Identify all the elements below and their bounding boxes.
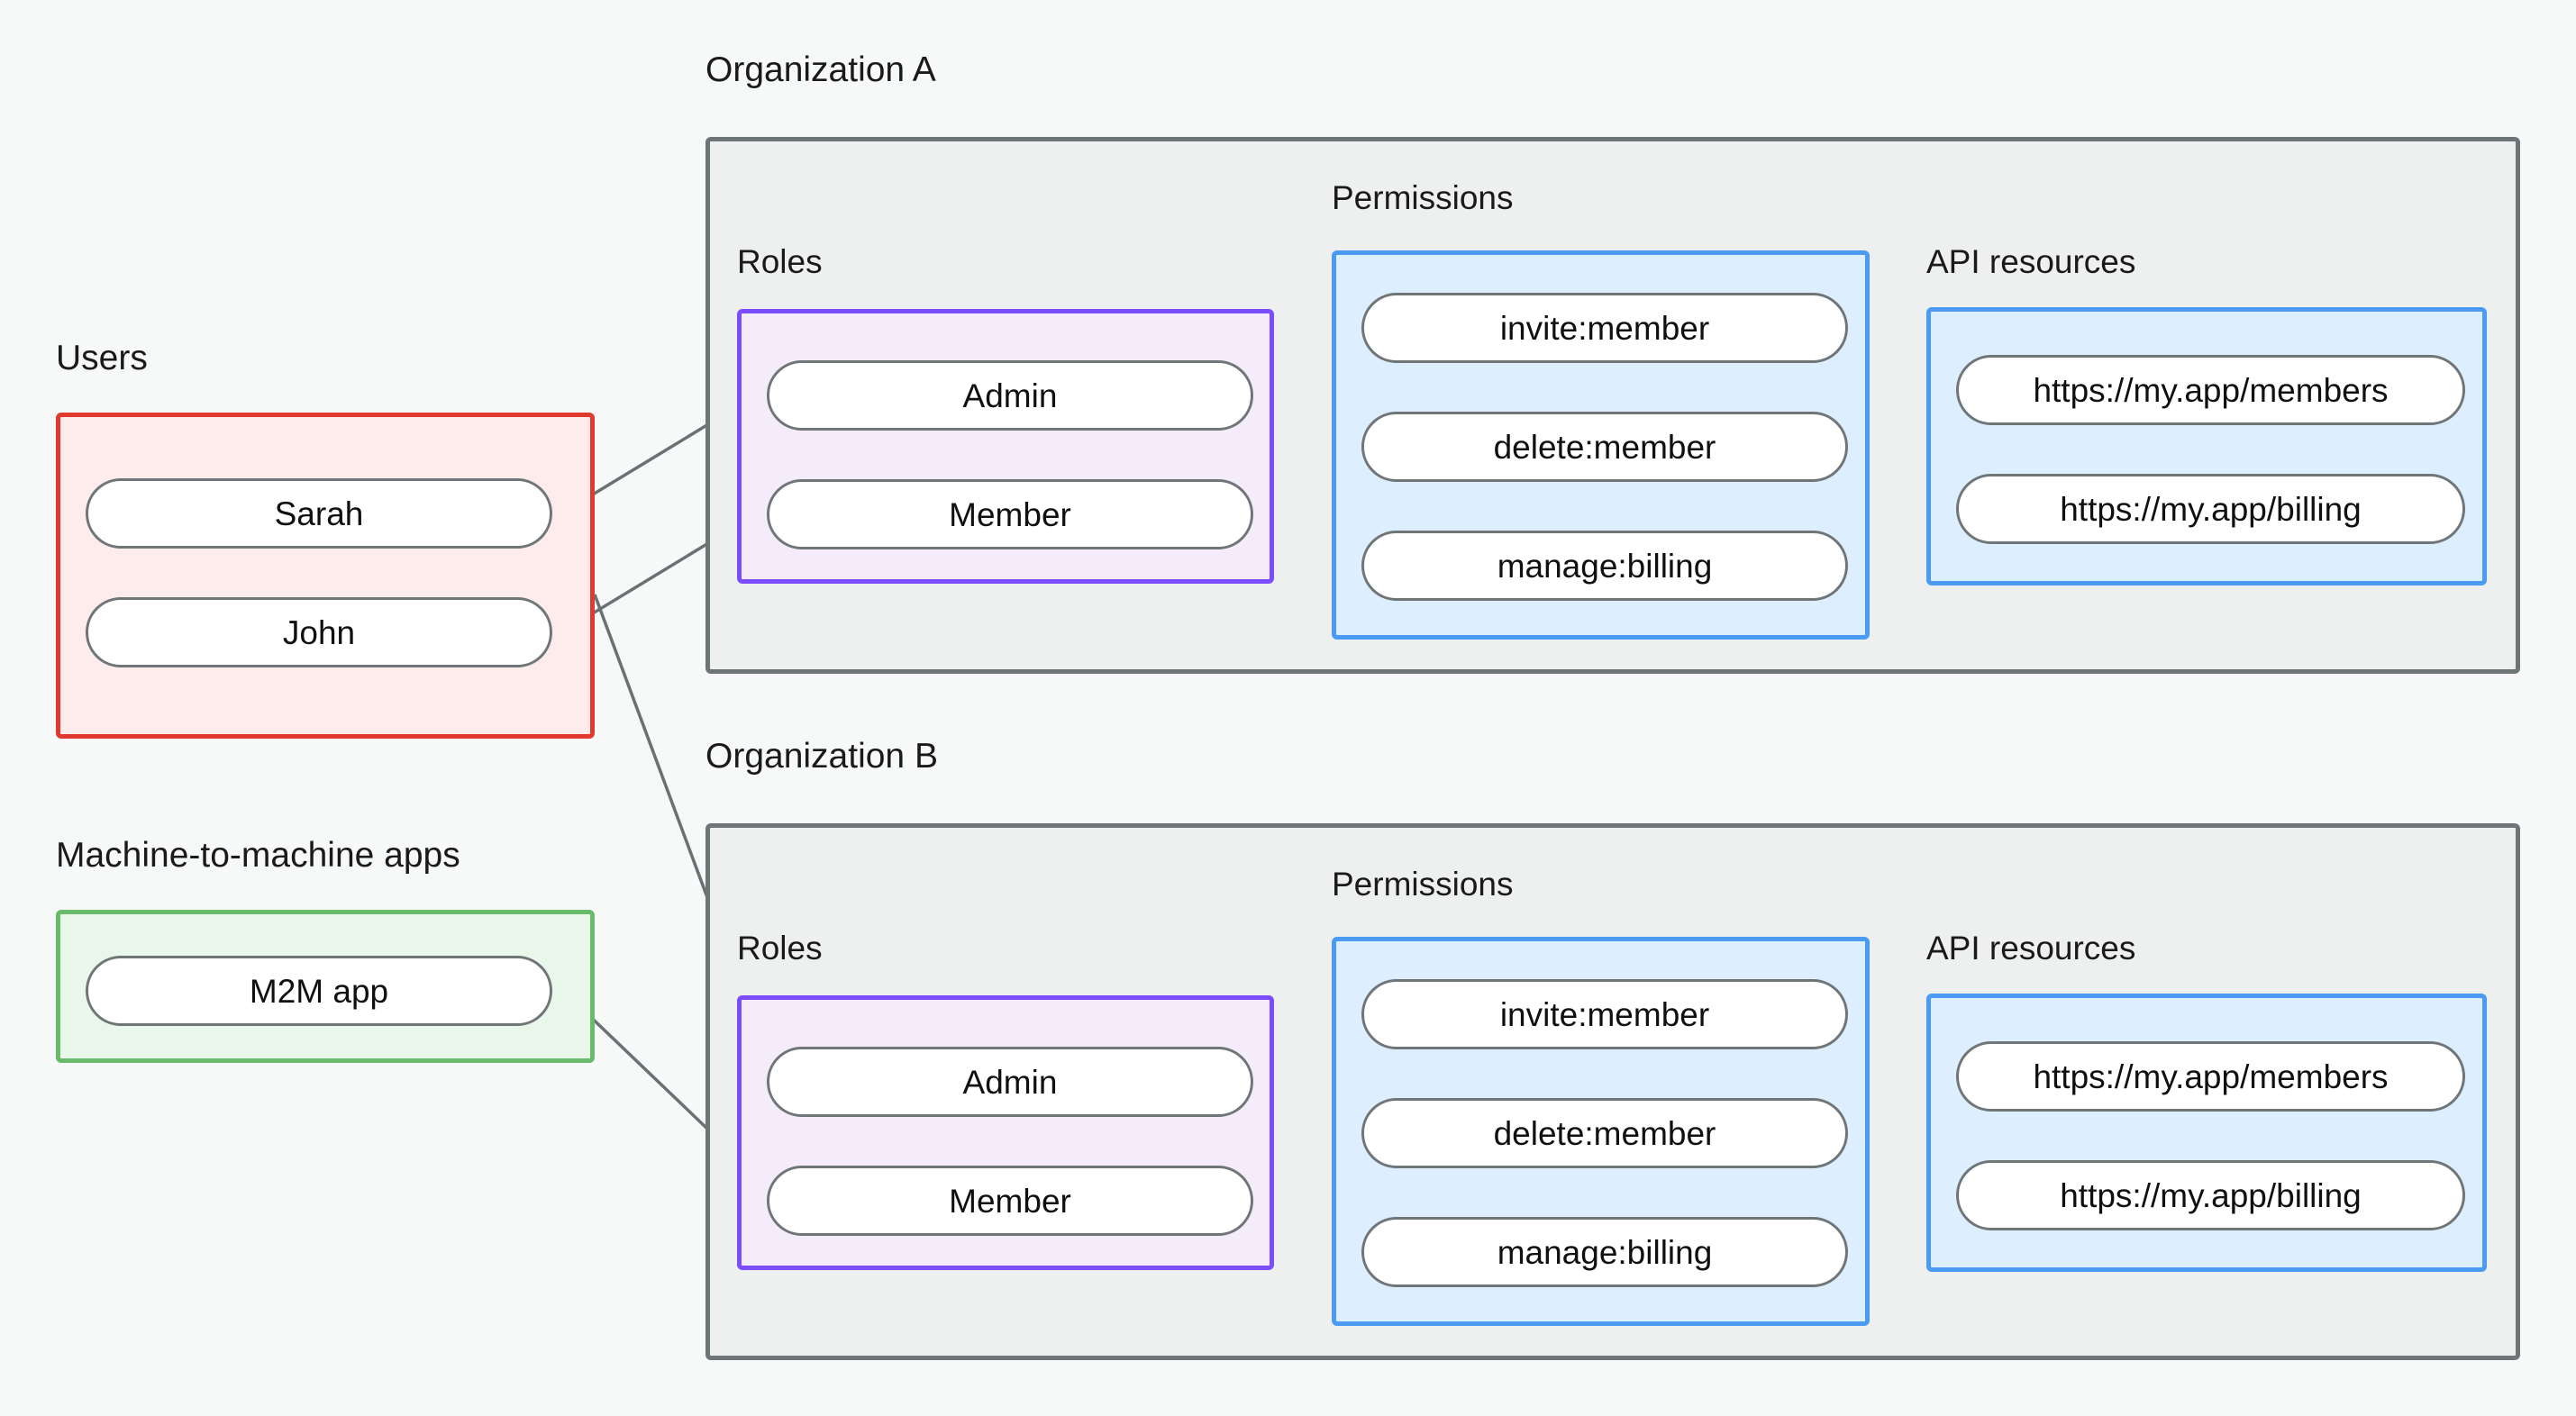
user-node-sarah[interactable]: Sarah xyxy=(86,478,552,549)
orgA-permission-manage-billing[interactable]: manage:billing xyxy=(1361,531,1848,601)
organization-a-label: Organization A xyxy=(705,50,936,89)
orgB-permission-manage-billing[interactable]: manage:billing xyxy=(1361,1217,1848,1287)
orgB-role-member[interactable]: Member xyxy=(767,1166,1253,1236)
orgA-api-resource-billing[interactable]: https://my.app/billing xyxy=(1956,474,2465,544)
orgB-permissions-container: invite:member delete:member manage:billi… xyxy=(1332,937,1870,1326)
orgB-role-admin[interactable]: Admin xyxy=(767,1047,1253,1117)
orgB-api-resource-billing[interactable]: https://my.app/billing xyxy=(1956,1160,2465,1230)
orgB-api-resources-label: API resources xyxy=(1926,930,2136,967)
orgA-role-member[interactable]: Member xyxy=(767,479,1253,549)
orgA-api-resources-label: API resources xyxy=(1926,243,2136,280)
orgB-permission-invite-member[interactable]: invite:member xyxy=(1361,979,1848,1049)
orgB-roles-container: Admin Member xyxy=(737,995,1274,1270)
orgA-permissions-container: invite:member delete:member manage:billi… xyxy=(1332,250,1870,640)
organization-b-container: Roles Admin Member Permissions invite:me… xyxy=(705,823,2520,1360)
orgB-permissions-label: Permissions xyxy=(1332,866,1514,903)
orgA-permission-delete-member[interactable]: delete:member xyxy=(1361,412,1848,482)
organization-a-container: Roles Admin Member Permissions invite:me… xyxy=(705,137,2520,674)
orgB-api-resource-members[interactable]: https://my.app/members xyxy=(1956,1041,2465,1112)
orgA-role-admin[interactable]: Admin xyxy=(767,360,1253,431)
orgB-api-resources-container: https://my.app/members https://my.app/bi… xyxy=(1926,994,2487,1272)
orgA-api-resources-container: https://my.app/members https://my.app/bi… xyxy=(1926,307,2487,585)
organization-b-label: Organization B xyxy=(705,737,938,776)
orgA-roles-container: Admin Member xyxy=(737,309,1274,584)
user-node-john[interactable]: John xyxy=(86,597,552,667)
orgB-roles-label: Roles xyxy=(737,930,823,967)
orgA-roles-label: Roles xyxy=(737,243,823,280)
orgB-permission-delete-member[interactable]: delete:member xyxy=(1361,1098,1848,1168)
users-group-label: Users xyxy=(56,339,148,377)
users-container: Sarah John xyxy=(56,413,595,739)
m2m-container: M2M app xyxy=(56,910,595,1063)
m2m-group-label: Machine-to-machine apps xyxy=(56,836,460,875)
orgA-permissions-label: Permissions xyxy=(1332,179,1514,216)
orgA-permission-invite-member[interactable]: invite:member xyxy=(1361,293,1848,363)
orgA-api-resource-members[interactable]: https://my.app/members xyxy=(1956,355,2465,425)
m2m-node-app[interactable]: M2M app xyxy=(86,956,552,1026)
